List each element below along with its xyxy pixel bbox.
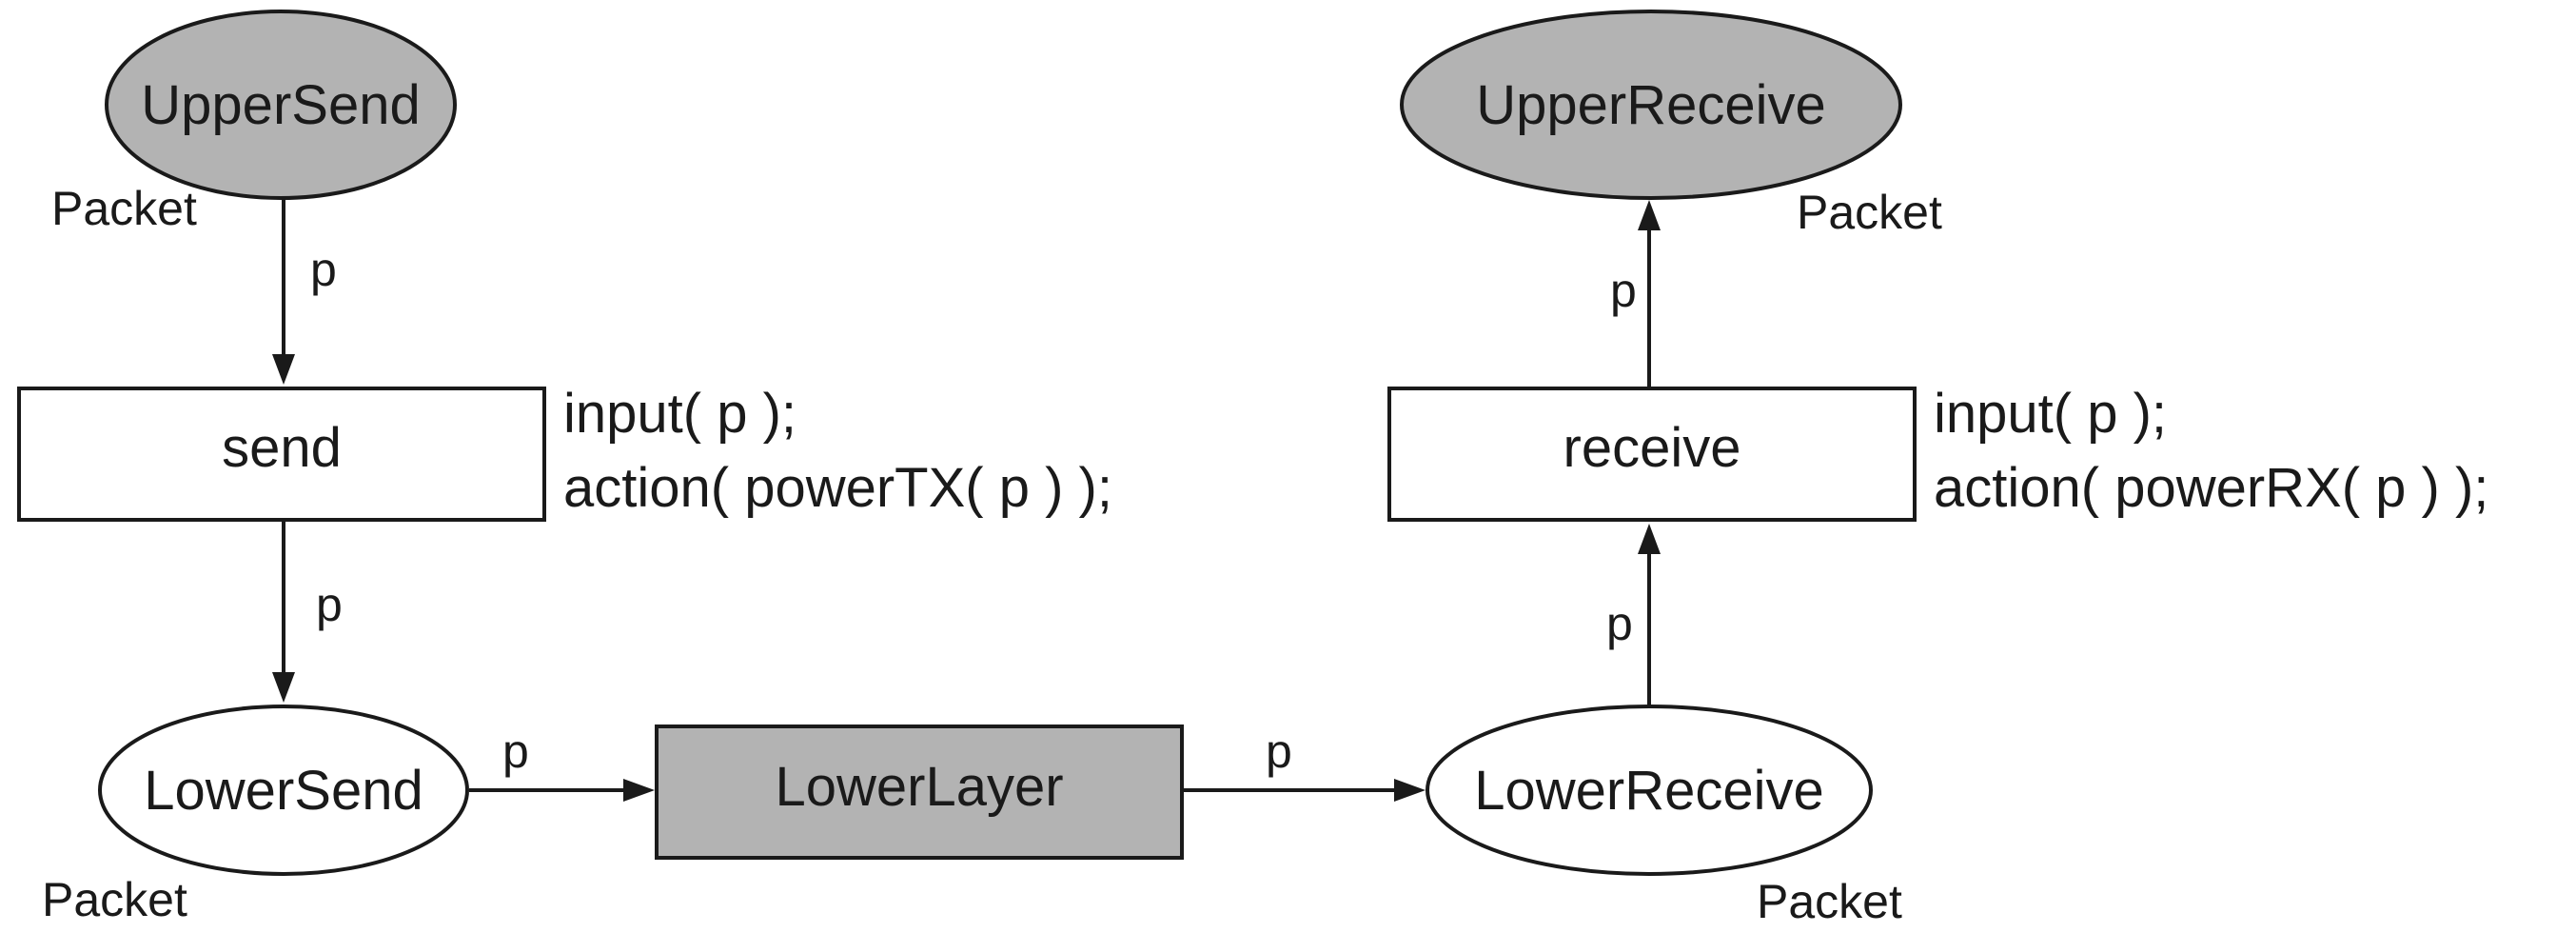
transition-inscription-line: action( powerTX( p ) ); [563,457,1112,519]
arrowhead [623,779,655,802]
arc-lower-layer-to-lower-receive: p [1182,725,1426,802]
arc-upper-send-to-send: p [272,200,337,385]
transition-send[interactable]: send input( p ); action( powerTX( p ) ); [17,383,1112,522]
arc-lower-receive-to-receive: p [1606,524,1661,706]
place-upper-send[interactable]: UpperSend Packet [51,10,457,235]
place-type-label: Packet [1757,875,1902,928]
transition-name: receive [1563,417,1741,479]
arc-lower-send-to-lower-layer: p [469,725,655,802]
transition-box [1387,387,1917,522]
arc-send-to-lower-send: p [272,522,343,703]
transition-inscription-line: action( powerRX( p ) ); [1934,457,2488,519]
transition-name: send [222,417,342,479]
transition-receive[interactable]: receive input( p ); action( powerRX( p )… [1387,383,2488,522]
arc-label: p [310,243,337,296]
place-type-label: Packet [42,873,187,926]
place-circle [1400,10,1902,200]
arrowhead [1394,779,1426,802]
place-type-label: Packet [1797,186,1942,239]
transition-name: LowerLayer [775,756,1063,818]
arc-label: p [502,725,529,778]
transition-box [17,387,546,522]
place-type-label: Packet [51,182,197,235]
place-lower-send[interactable]: LowerSend Packet [42,705,469,926]
arrowhead [272,672,295,703]
place-circle [1426,705,1873,876]
place-name: LowerSend [144,760,423,822]
arrowhead [1638,200,1661,230]
place-name: LowerReceive [1474,760,1824,822]
place-name: UpperSend [141,74,420,136]
arc-label: p [316,578,343,631]
arc-label: p [1266,725,1292,778]
place-lower-receive[interactable]: LowerReceive Packet [1426,705,1902,928]
transition-lower-layer[interactable]: LowerLayer [655,725,1184,860]
arrowhead [1638,524,1661,554]
place-name: UpperReceive [1476,74,1826,136]
transition-box [655,725,1184,860]
place-upper-receive[interactable]: UpperReceive Packet [1400,10,1942,239]
arc-label: p [1610,264,1637,317]
place-circle [105,10,457,200]
arrowhead [272,354,295,385]
transition-inscription-line: input( p ); [563,383,796,445]
arc-receive-to-upper-receive: p [1610,200,1661,388]
place-circle [98,705,469,876]
transition-inscription-line: input( p ); [1934,383,2167,445]
arc-label: p [1606,597,1633,650]
